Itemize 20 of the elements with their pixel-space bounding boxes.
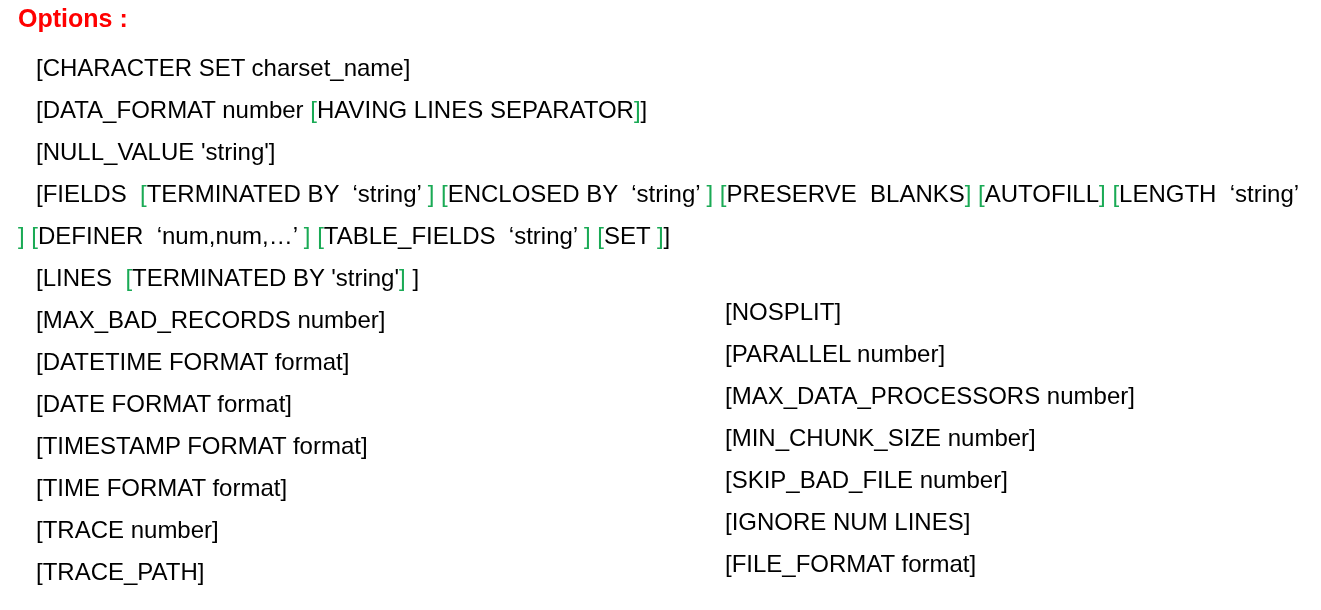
option-line: [TRACE_PATH]: [36, 557, 205, 587]
option-line: [NOSPLIT]: [725, 297, 842, 327]
option-line: [IGNORE NUM LINES]: [725, 507, 971, 537]
heading: Options :: [18, 4, 128, 33]
option-line: [MAX_BAD_RECORDS number]: [36, 305, 386, 335]
option-line: [TIMESTAMP FORMAT format]: [36, 431, 368, 461]
option-line: [DATA_FORMAT number [HAVING LINES SEPARATOR]]: [36, 95, 648, 125]
option-line: [FIELDS [TERMINATED BY ‘string’ ] [ENCLOSED BY ‘string’ ] [PRESERVE BLANKS] [AUTOFILL] [LENGTH ‘string’ ] [DEFINER ‘num,num,…’ ] [TABLE_FIELDS ‘string’ ] [SET ]]: [18, 179, 1300, 251]
option-line: [FILE_FORMAT format]: [725, 549, 977, 579]
option-line: [TRACE number]: [36, 515, 219, 545]
option-line: [SKIP_BAD_FILE number]: [725, 465, 1008, 495]
option-line: [PARALLEL number]: [725, 339, 946, 369]
option-line: [MAX_DATA_PROCESSORS number]: [725, 381, 1135, 411]
option-line: [CHARACTER SET charset_name]: [36, 53, 411, 83]
option-line: [TIME FORMAT format]: [36, 473, 288, 503]
option-line: [LINES [TERMINATED BY 'string'] ]: [36, 263, 420, 293]
option-line: [DATETIME FORMAT format]: [36, 347, 350, 377]
option-line: [DATE FORMAT format]: [36, 389, 293, 419]
option-line: [MIN_CHUNK_SIZE number]: [725, 423, 1036, 453]
option-line: [NULL_VALUE 'string']: [36, 137, 276, 167]
